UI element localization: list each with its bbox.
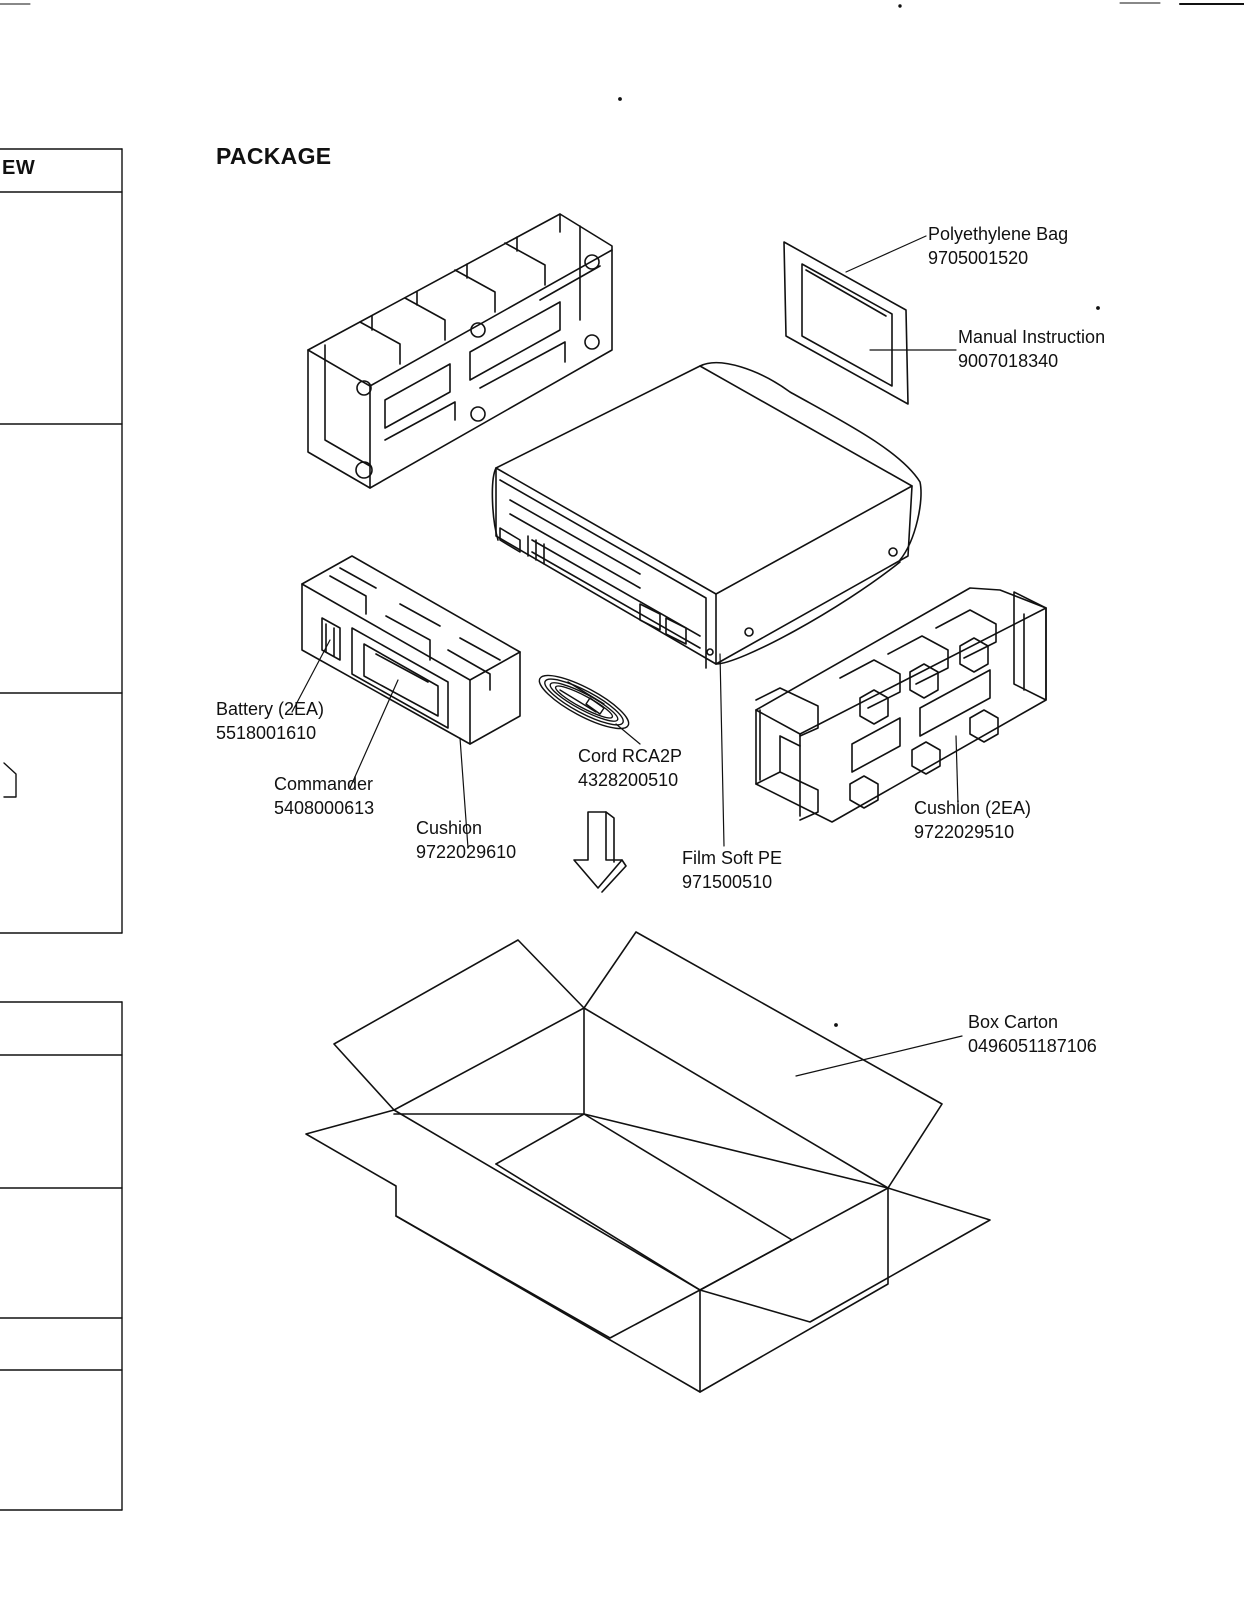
index-tab-label: EW — [2, 157, 36, 179]
part-name: Polyethylene Bag — [928, 224, 1069, 244]
leader-lines — [291, 235, 963, 1077]
part-number: 9722029510 — [914, 822, 1015, 842]
index-tab-frame — [0, 148, 123, 1511]
part-number: 9722029610 — [416, 842, 517, 862]
label-battery: Battery (2EA) 5518001610 — [216, 697, 324, 745]
part-name: Cushion — [416, 818, 483, 838]
scan-marks — [0, 2, 1244, 1027]
cushion-upper-left — [307, 213, 613, 489]
label-cord: Cord RCA2P 4328200510 — [578, 744, 682, 792]
label-cushion-pair: Cushion (2EA) 9722029510 — [914, 796, 1031, 844]
part-number: 5408000613 — [274, 798, 375, 818]
part-name: Commander — [274, 774, 374, 794]
part-number: 5518001610 — [216, 723, 317, 743]
label-polyethylene-bag: Polyethylene Bag 9705001520 — [928, 222, 1068, 270]
box-carton — [305, 931, 991, 1393]
vcr-unit-in-film — [491, 362, 922, 669]
part-number: 971500510 — [682, 872, 773, 892]
part-name: Manual Instruction — [958, 327, 1106, 347]
part-name: Cushion (2EA) — [914, 798, 1032, 818]
label-film: Film Soft PE 971500510 — [682, 846, 782, 894]
part-name: Cord RCA2P — [578, 746, 683, 766]
part-name: Battery (2EA) — [216, 699, 325, 719]
cushion-with-commander — [301, 555, 521, 745]
part-name: Film Soft PE — [682, 848, 783, 868]
part-number: 9007018340 — [958, 351, 1059, 371]
down-arrow-icon — [573, 811, 627, 893]
cushion-lower-right — [755, 587, 1047, 823]
part-number: 0496051187106 — [968, 1036, 1097, 1056]
part-number: 4328200510 — [578, 770, 679, 790]
label-manual-instruction: Manual Instruction 9007018340 — [958, 325, 1105, 373]
polyethylene-bag-with-manual — [783, 241, 909, 405]
label-commander: Commander 5408000613 — [274, 772, 374, 820]
cord-coil — [538, 674, 630, 730]
page-title: PACKAGE — [216, 143, 332, 169]
part-number: 9705001520 — [928, 248, 1029, 268]
part-name: Box Carton — [968, 1012, 1059, 1032]
label-cushion-single: Cushion 9722029610 — [416, 816, 516, 864]
index-tab-strip: EW — [0, 0, 124, 1600]
label-box-carton: Box Carton 0496051187106 — [968, 1010, 1097, 1058]
